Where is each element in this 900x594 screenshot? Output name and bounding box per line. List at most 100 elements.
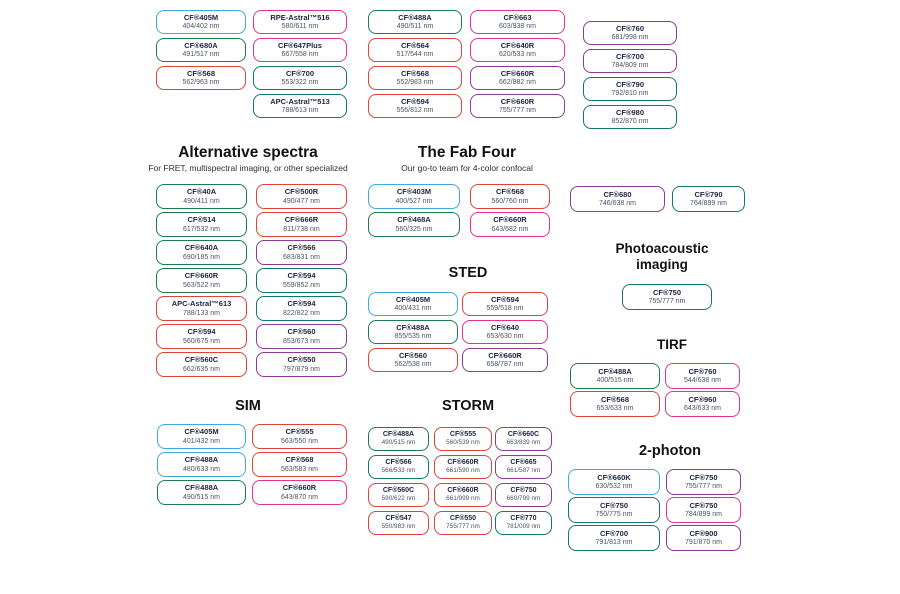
dye-name: CF®660R bbox=[184, 271, 219, 281]
dye-name: CF®488A bbox=[184, 483, 219, 493]
dye-ex-em-value: 590/622 nm bbox=[381, 495, 416, 503]
dye-name: CF®660R bbox=[488, 350, 522, 360]
dye-ex-em-value: 552/983 nm bbox=[396, 79, 434, 87]
dye-ex-em-value: 653/630 nm bbox=[486, 333, 524, 341]
dye-name: CF®547 bbox=[385, 515, 412, 523]
dye-name: CF®550 bbox=[449, 515, 477, 523]
dye-name: CF®700 bbox=[615, 51, 645, 61]
dye-ex-em-value: 797/879 nm bbox=[283, 365, 320, 373]
dye-name: CF®488A bbox=[398, 12, 432, 22]
dye-ex-em-value: 792/810 nm bbox=[611, 90, 649, 98]
dye-ex-em-value: 791/870 nm bbox=[685, 539, 722, 547]
dye-name: CF®660R bbox=[500, 96, 535, 106]
dye-name: CF®594 bbox=[187, 327, 216, 337]
dye-ex-em-value: 490/515 nm bbox=[183, 493, 220, 501]
dye-name: CF®40A bbox=[186, 187, 217, 197]
dye-ex-em-value: 658/787 nm bbox=[486, 361, 524, 369]
dye-ex-em-value: 544/638 nm bbox=[684, 377, 721, 385]
dye-name: CF®405M bbox=[395, 294, 431, 304]
dye-ex-em-value: 580/611 nm bbox=[281, 23, 319, 31]
dye-ex-em-value: 620/533 nm bbox=[499, 51, 536, 59]
dye-ex-em-value: 667/558 nm bbox=[281, 51, 319, 59]
dye-name: CF®663 bbox=[503, 12, 532, 22]
dye-name: CF®660R bbox=[500, 68, 535, 78]
dye-ex-em-value: 784/809 nm bbox=[611, 62, 649, 70]
dye-name: CF®750 bbox=[689, 472, 718, 482]
section-title-two-photon: 2-photon bbox=[638, 443, 702, 459]
dye-name: CF®666R bbox=[284, 215, 319, 225]
dye-name: CF®560 bbox=[287, 327, 316, 337]
dye-ex-em-value: 400/431 nm bbox=[394, 305, 432, 313]
dye-name: CF®403M bbox=[396, 187, 432, 197]
dye-name: CF®660C bbox=[507, 431, 540, 439]
dye-name: CF®900 bbox=[689, 528, 718, 538]
dye-name: CF®568 bbox=[285, 455, 314, 465]
section-title-photoacoustic: Photoacoustic imaging bbox=[615, 241, 709, 272]
dye-ex-em-value: 490/511 nm bbox=[396, 23, 434, 31]
section-title-sim: SIM bbox=[235, 398, 261, 414]
dye-ex-em-value: 661/999 nm bbox=[446, 495, 480, 503]
dye-name: CF®500R bbox=[284, 187, 319, 197]
dye-name: CF®660R bbox=[447, 459, 479, 467]
dye-ex-em-value: 662/635 nm bbox=[183, 365, 220, 373]
dye-ex-em-value: 755/777 nm bbox=[499, 107, 536, 115]
dye-name: CF®566 bbox=[385, 459, 412, 467]
dye-name: CF®680 bbox=[603, 189, 632, 199]
dye-ex-em-value: 562/538 nm bbox=[394, 361, 432, 369]
section-subtitle-fab-four: Our go-to team for 4-color confocal bbox=[401, 163, 533, 173]
dye-name: CF®560 bbox=[398, 350, 428, 360]
dye-ex-em-value: 490/515 nm bbox=[381, 439, 416, 447]
dye-name: CF®980 bbox=[615, 107, 645, 117]
dye-ex-em-value: 661/587 nm bbox=[506, 467, 541, 475]
dye-name: CF®760 bbox=[615, 23, 645, 33]
dye-ex-em-value: 788/613 nm bbox=[281, 107, 319, 115]
dye-name: CF®700 bbox=[599, 528, 629, 538]
dye-name: CF®405M bbox=[183, 12, 219, 22]
dye-name: CF®665 bbox=[510, 459, 537, 467]
dye-ex-em-value: 556/812 nm bbox=[396, 107, 434, 115]
dye-ex-em-value: 560/539 nm bbox=[446, 439, 480, 447]
dye-name: CF®564 bbox=[400, 40, 430, 50]
dye-ex-em-value: 400/515 nm bbox=[596, 377, 634, 385]
dye-ex-em-value: 559/852 nm bbox=[283, 281, 320, 289]
dye-name: CF®640 bbox=[490, 322, 520, 332]
dye-ex-em-value: 663/839 nm bbox=[506, 439, 541, 447]
section-title-sted: STED bbox=[448, 265, 488, 281]
dye-ex-em-value: 490/477 nm bbox=[283, 197, 320, 205]
dye-ex-em-value: 563/522 nm bbox=[183, 281, 220, 289]
dye-ex-em-value: 811/738 nm bbox=[283, 225, 320, 233]
